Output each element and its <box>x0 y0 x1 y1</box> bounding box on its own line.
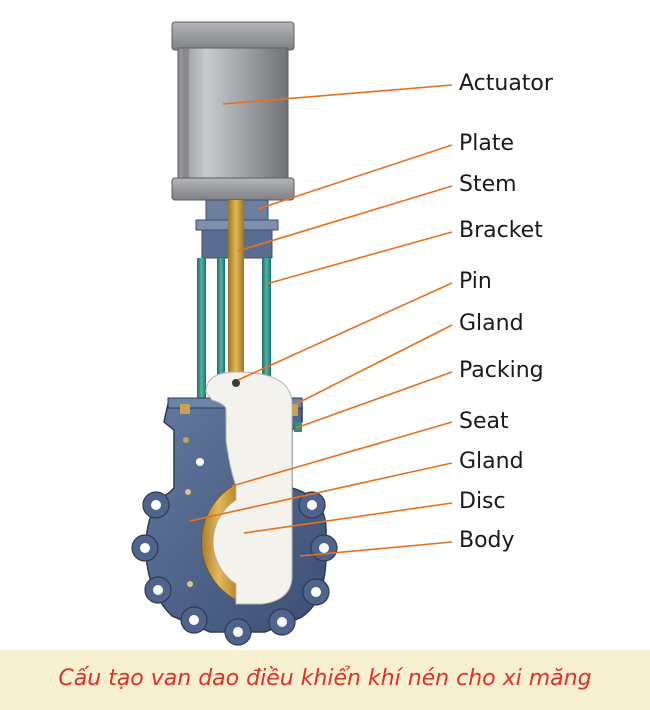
leader-packing <box>295 371 453 429</box>
label-gland-bottom: Gland <box>459 449 524 474</box>
leader-bracket <box>265 231 453 285</box>
label-plate: Plate <box>459 131 515 156</box>
pin <box>232 379 240 387</box>
bracket-rods <box>197 258 271 410</box>
knife-gate-valve-illustration <box>131 21 453 646</box>
label-disc: Disc <box>459 489 506 514</box>
label-actuator: Actuator <box>459 71 553 96</box>
stem <box>228 200 244 390</box>
leader-gland-top <box>295 324 453 405</box>
leader-stem <box>237 185 453 252</box>
leader-lines <box>189 84 453 557</box>
label-body: Body <box>459 528 515 553</box>
leader-seat <box>231 421 453 487</box>
leader-pin <box>237 282 453 381</box>
caption-text: Cấu tạo van dao điều khiển khí nén cho x… <box>58 666 592 691</box>
leader-body <box>299 541 453 557</box>
label-stem: Stem <box>459 172 517 197</box>
leader-disc <box>243 502 453 534</box>
leader-plate <box>257 144 453 210</box>
actuator <box>171 21 295 201</box>
label-pin: Pin <box>459 269 492 294</box>
label-packing: Packing <box>459 358 544 383</box>
leader-actuator <box>222 84 453 105</box>
label-bracket: Bracket <box>459 218 543 243</box>
caption-bar <box>0 650 650 710</box>
label-seat: Seat <box>459 409 509 434</box>
disc <box>205 371 293 605</box>
leader-gland-bottom <box>189 462 453 522</box>
label-gland-top: Gland <box>459 311 524 336</box>
